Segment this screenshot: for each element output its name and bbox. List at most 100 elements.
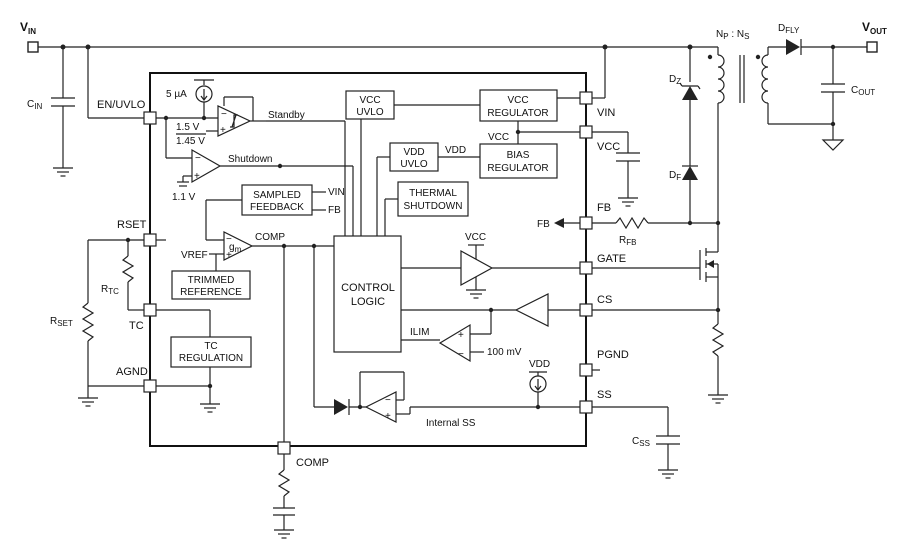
svg-text:VDD: VDD bbox=[403, 147, 424, 158]
rset-resistor-label: RSET bbox=[50, 316, 73, 328]
internal-ss-label: Internal SS bbox=[426, 418, 476, 429]
svg-text:+: + bbox=[220, 125, 226, 136]
ss-diode-icon bbox=[334, 399, 348, 415]
secondary-winding bbox=[761, 54, 769, 104]
svg-text:REGULATOR: REGULATOR bbox=[487, 163, 548, 174]
svg-text:+: + bbox=[385, 411, 391, 422]
vcc-regulator-block bbox=[479, 89, 558, 122]
fb-out-label: FB bbox=[537, 219, 550, 230]
vdd-net-label: VDD bbox=[445, 145, 466, 156]
vdd-uvlo-block bbox=[389, 142, 439, 172]
df-label: DF bbox=[669, 170, 681, 182]
pin-pgnd bbox=[579, 363, 593, 377]
cout-label: COUT bbox=[851, 85, 875, 97]
dz-label: DZ bbox=[669, 74, 681, 86]
vcc-net-label: VCC bbox=[488, 132, 509, 143]
turns-ratio-label: NP : NS bbox=[716, 29, 750, 41]
cin-label: CIN bbox=[27, 99, 42, 111]
gate-driver bbox=[460, 249, 494, 287]
pin-comp bbox=[277, 441, 291, 455]
pin-tc-label: TC bbox=[129, 320, 144, 332]
svg-text:+: + bbox=[194, 171, 200, 182]
pin-ss bbox=[579, 400, 593, 414]
v145-label: 1.45 V bbox=[176, 136, 205, 147]
svg-text:VCC: VCC bbox=[507, 95, 528, 106]
svg-text:VIN: VIN bbox=[328, 187, 345, 198]
dfly-label: DFLY bbox=[778, 23, 800, 35]
pin-agnd-label: AGND bbox=[116, 366, 148, 378]
pin-gate bbox=[579, 261, 593, 275]
svg-text:LOGIC: LOGIC bbox=[351, 296, 385, 308]
svg-text:−: − bbox=[458, 349, 464, 360]
svg-text:TC: TC bbox=[204, 341, 217, 352]
svg-text:REGULATION: REGULATION bbox=[179, 353, 243, 364]
sampled-feedback-block bbox=[241, 184, 313, 216]
ilim-label: ILIM bbox=[410, 327, 429, 338]
shutdown-label: Shutdown bbox=[228, 154, 272, 165]
svg-text:FEEDBACK: FEEDBACK bbox=[250, 202, 304, 213]
css-label: CSS bbox=[632, 436, 650, 448]
pin-fb bbox=[579, 216, 593, 230]
pin-tc bbox=[143, 303, 157, 317]
trimmed-reference-block bbox=[171, 270, 251, 300]
tc-regulation-block bbox=[170, 336, 252, 368]
svg-text:CONTROL: CONTROL bbox=[341, 282, 395, 294]
pin-rset-label: RSET bbox=[117, 219, 147, 231]
current-5ua-label: 5 µA bbox=[166, 89, 187, 100]
svg-text:VCC: VCC bbox=[359, 95, 380, 106]
pin-en-uvlo-label: EN/UVLO bbox=[97, 99, 146, 111]
svg-text:THERMAL: THERMAL bbox=[409, 188, 457, 199]
pin-pgnd-label: PGND bbox=[597, 349, 629, 361]
vin-terminal bbox=[27, 41, 39, 53]
shutdown-comparator bbox=[191, 148, 222, 184]
svg-text:UVLO: UVLO bbox=[400, 159, 427, 170]
svg-text:−: − bbox=[385, 395, 391, 406]
svg-text:SHUTDOWN: SHUTDOWN bbox=[404, 201, 463, 212]
vdd-source-label: VDD bbox=[529, 359, 550, 370]
dfly-diode-icon bbox=[786, 39, 800, 55]
pin-vin-label: VIN bbox=[597, 107, 615, 119]
ic-boundary bbox=[149, 72, 587, 447]
svg-text:+: + bbox=[458, 330, 464, 341]
thermal-shutdown-block bbox=[397, 181, 469, 217]
svg-text:−: − bbox=[221, 109, 227, 120]
vcc-uvlo-block bbox=[345, 90, 395, 120]
pin-vcc-label: VCC bbox=[597, 141, 620, 153]
svg-text:SAMPLED: SAMPLED bbox=[253, 190, 301, 201]
svg-text:REFERENCE: REFERENCE bbox=[180, 287, 242, 298]
vcc-driver-label: VCC bbox=[465, 232, 486, 243]
vref-label: VREF bbox=[181, 250, 208, 261]
vout-terminal bbox=[866, 41, 878, 53]
control-logic-block bbox=[333, 235, 402, 353]
gm-error-amplifier bbox=[223, 231, 254, 261]
df-diode-icon bbox=[682, 166, 698, 180]
svg-text:BIAS: BIAS bbox=[507, 150, 530, 161]
vout-terminal-label: VOUT bbox=[862, 20, 887, 36]
primary-winding bbox=[717, 54, 725, 104]
pin-vin bbox=[579, 91, 593, 105]
ss-buffer-amp bbox=[364, 391, 397, 423]
comp-internal-label: COMP bbox=[255, 232, 285, 243]
svg-text:REGULATOR: REGULATOR bbox=[487, 108, 548, 119]
pin-agnd bbox=[143, 379, 157, 393]
bias-regulator-block bbox=[479, 143, 558, 179]
zener-diode-icon bbox=[682, 86, 698, 100]
svg-text:+: + bbox=[226, 250, 232, 261]
rtc-resistor-label: RTC bbox=[101, 284, 119, 296]
pin-vcc bbox=[579, 125, 593, 139]
svg-text:UVLO: UVLO bbox=[356, 107, 383, 118]
pin-ss-label: SS bbox=[597, 389, 612, 401]
rfb-resistor-label: RFB bbox=[619, 235, 636, 247]
pin-comp-label: COMP bbox=[296, 457, 329, 469]
v11-label: 1.1 V bbox=[172, 192, 196, 203]
svg-text:FB: FB bbox=[328, 205, 341, 216]
pin-gate-label: GATE bbox=[597, 253, 626, 265]
pin-cs-label: CS bbox=[597, 294, 612, 306]
pin-en-uvlo bbox=[143, 111, 157, 125]
pin-rset bbox=[143, 233, 157, 247]
svg-text:TRIMMED: TRIMMED bbox=[188, 275, 235, 286]
chassis-ground-icon bbox=[821, 139, 845, 151]
svg-text:−: − bbox=[226, 234, 232, 245]
pin-fb-label: FB bbox=[597, 202, 611, 214]
